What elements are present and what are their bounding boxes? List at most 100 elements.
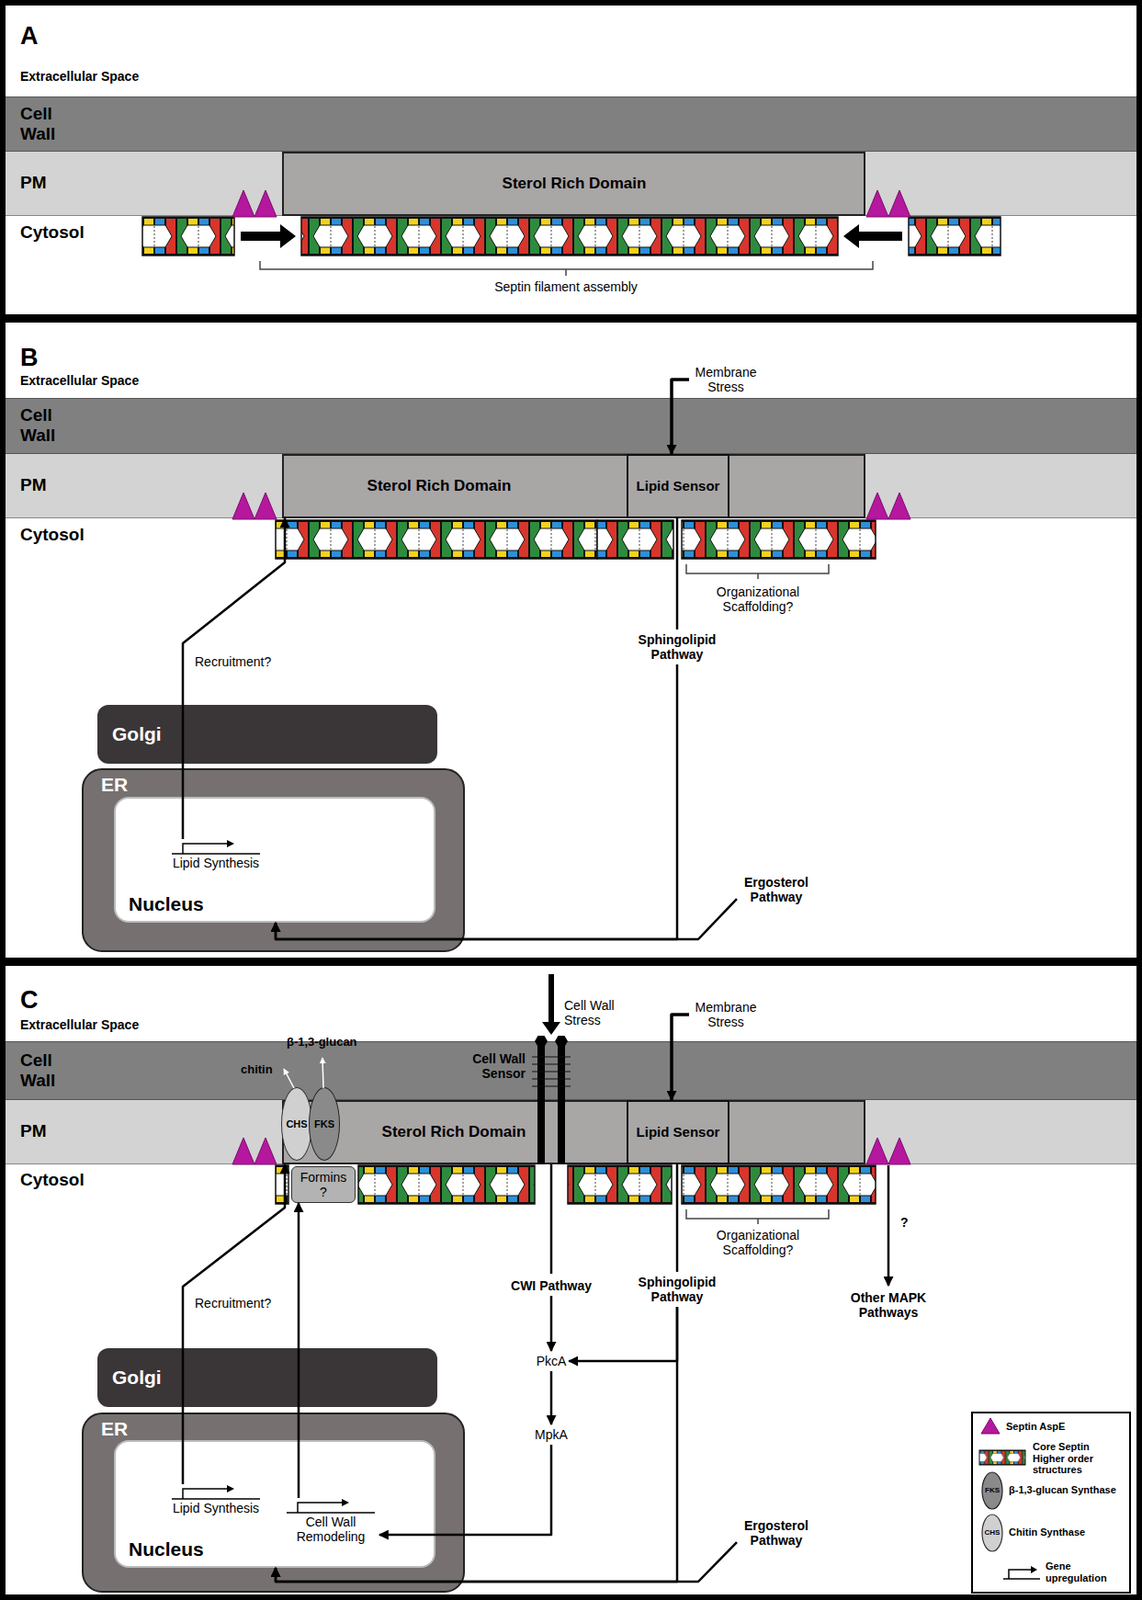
sensor-head (534, 1035, 548, 1047)
sterol-rich-domain: Sterol Rich Domain (282, 151, 866, 216)
node-text: PM (20, 474, 47, 496)
node-text: Cell Wall (20, 405, 76, 446)
cell-wall-band: Cell Wall (5, 1040, 1137, 1100)
aspe-triangle (866, 190, 889, 217)
node-text: FKS (314, 1118, 335, 1131)
node-text: Formins ? (297, 1169, 350, 1199)
gene-upregulation-symbol (169, 838, 262, 856)
legend-text: Septin AspE (1006, 1420, 1065, 1433)
node-text: Lipid Synthesis (169, 1500, 262, 1516)
legend-gene-sample (1008, 1569, 1031, 1579)
legend-text: β-1,3-glucan Synthase (1008, 1483, 1117, 1496)
annotation-label: ? (900, 1214, 909, 1230)
node-text: Cytosol (20, 1169, 85, 1190)
legend-septin-sample (979, 1449, 1026, 1465)
node-text: Extracellular Space (20, 373, 139, 388)
node-text: PM (20, 172, 47, 193)
annotation-label: β-1,3-glucan (286, 1035, 358, 1050)
pathway-arrow (671, 1014, 690, 1100)
legend-text: Chitin Synthase (1008, 1526, 1086, 1538)
node-text: CWI Pathway (510, 1277, 592, 1293)
er-box: ERNucleusLipid SynthesisCell Wall Remode… (81, 1412, 465, 1593)
cwi-stem (550, 1164, 554, 1274)
node-text: Lipid Synthesis (169, 855, 262, 871)
pathway-arrow (297, 1202, 301, 1498)
annotation-label: FKS (984, 1485, 1000, 1494)
mapk-arrow (887, 1164, 891, 1286)
stress-arrow (542, 973, 561, 1035)
node-text: Ergosterol Pathway (739, 874, 814, 905)
septin-filament (681, 1164, 876, 1204)
edge-label: Recruitment? (194, 1295, 272, 1311)
pathway-arrow (275, 664, 678, 939)
septin-filament (275, 520, 598, 559)
pathway-arrow (568, 1306, 678, 1361)
kinase-label: MpkA (534, 1426, 568, 1442)
edge-label: Recruitment? (194, 654, 272, 669)
aspe-triangle (866, 492, 889, 520)
legend-box (972, 1412, 1131, 1593)
septin-filament (908, 216, 1001, 256)
pathway-label: Sphingolipid Pathway (633, 632, 722, 662)
aspe-triangle (888, 190, 911, 217)
gene-label: Cell Wall Remodeling (284, 1497, 377, 1544)
aspe-triangle (888, 492, 911, 520)
pathway-label: Ergosterol Pathway (739, 874, 814, 905)
legend-text: Gene upregulation (1045, 1560, 1120, 1583)
panel: CExtracellular SpaceCytosolMembrane Stre… (0, 960, 1142, 1600)
node-text: B (20, 343, 39, 373)
stimulus-label: Membrane Stress (691, 364, 760, 395)
pathway-arrow (550, 1295, 554, 1351)
annotation-label: Other MAPK Pathways (842, 1289, 935, 1320)
sensor-lines (531, 1056, 571, 1086)
cell-wall-band: Cell Wall (5, 96, 1137, 152)
assembly-arrow (240, 224, 296, 249)
panel: BExtracellular SpaceCytosolMembrane Stre… (0, 316, 1142, 963)
node-text: Sterol Rich Domain (382, 1122, 527, 1142)
node-text: Sphingolipid Pathway (633, 632, 722, 662)
legend-frame (972, 1412, 1131, 1593)
node-text: Membrane Stress (691, 364, 760, 395)
node-text: Lipid Sensor (636, 1123, 721, 1140)
sensor-line (531, 1071, 571, 1073)
pathway-arrow (676, 518, 679, 630)
gene-upregulation-symbol (169, 1483, 262, 1501)
lipid-sensor: Lipid Sensor (626, 453, 730, 519)
pathway-label: Sphingolipid Pathway (633, 1274, 722, 1304)
annotation-label: CHS (984, 1527, 1001, 1537)
node-text: Extracellular Space (20, 1017, 139, 1032)
kinase-label: PkcA (536, 1353, 567, 1369)
node-text: Golgi (112, 1366, 162, 1389)
legend-gene-sample (1030, 1565, 1038, 1573)
septin-filament (301, 216, 838, 256)
product-arrow (283, 1068, 294, 1088)
cell-wall-band: Cell Wall (5, 397, 1137, 454)
node-text: PM (20, 1120, 47, 1142)
panel: AExtracellular SpaceCytosolCell WallPMSt… (0, 0, 1142, 320)
pathway-arrow (379, 1444, 552, 1535)
aspe-triangle (254, 492, 277, 520)
golgi-box: Golgi (97, 1347, 438, 1407)
legend-swatch (981, 1417, 1000, 1434)
node-text: A (20, 22, 39, 51)
glucan-synthase: FKS (308, 1086, 340, 1161)
bracket (260, 260, 873, 276)
node-text: Lipid Sensor (636, 477, 721, 494)
nucleus-box: NucleusLipid SynthesisCell Wall Remodeli… (113, 1439, 436, 1568)
plasma-membrane-band: PM Sterol Rich Domain Lipid Sensor (5, 453, 1137, 519)
aspe-triangle (232, 1137, 255, 1165)
node-text: Sterol Rich Domain (367, 476, 512, 496)
plasma-membrane-band: PM Sterol Rich Domain CHS FKS Lipid Sensor (5, 1099, 1137, 1165)
assembly-arrow (843, 224, 903, 249)
plasma-membrane-band: PM Sterol Rich Domain (5, 151, 1137, 216)
aspe-triangle (888, 1137, 911, 1165)
nucleus-box: NucleusLipid Synthesis (113, 796, 436, 923)
node-text: Golgi (112, 723, 162, 746)
chitin-synthase: CHS (281, 1086, 313, 1161)
pathway-label: CWI Pathway (510, 1277, 592, 1293)
sensor-bar (537, 1045, 545, 1165)
node-text: CHS (285, 1118, 307, 1131)
septin-filament (358, 1164, 535, 1204)
lipid-sensor: Lipid Sensor (626, 1099, 730, 1165)
